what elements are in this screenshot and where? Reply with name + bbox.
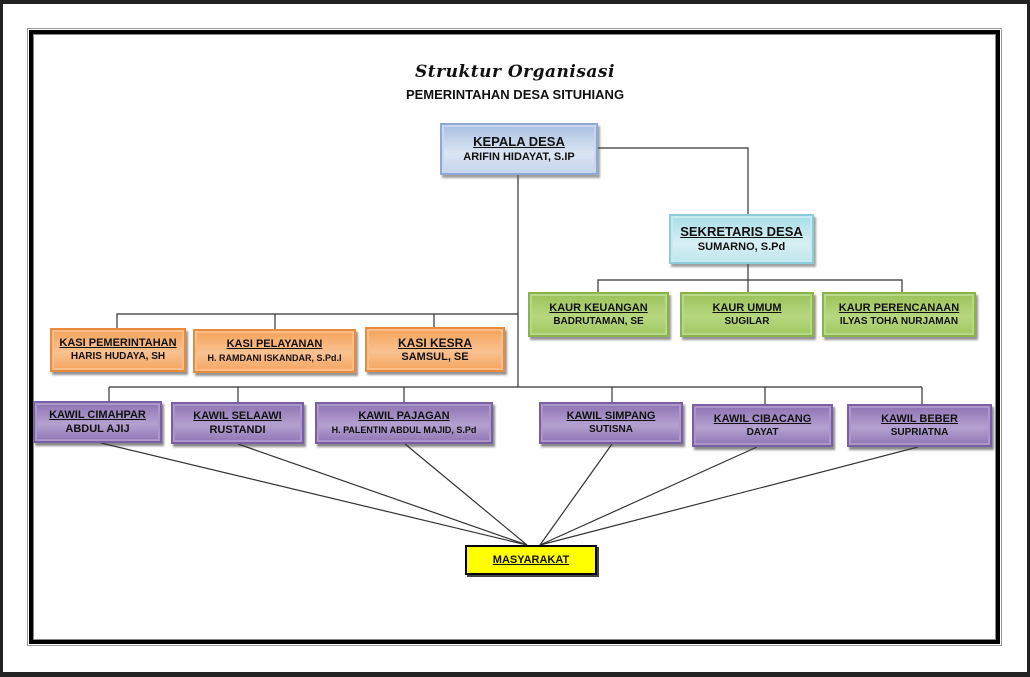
node-kasi-kesra: KASI KESRA SAMSUL, SE	[365, 327, 505, 372]
connector-masyarakat-4	[539, 443, 613, 546]
chart-subtitle: PEMERINTAHAN DESA SITUHIANG	[405, 87, 625, 102]
node-role: KAUR KEUANGAN	[549, 301, 648, 314]
node-kepala-desa: KEPALA DESA ARIFIN HIDAYAT, S.IP	[440, 123, 598, 175]
node-kasi-pemerintahan: KASI PEMERINTAHAN HARIS HUDAYA, SH	[50, 328, 186, 372]
node-role: KAWIL BEBER	[881, 412, 958, 425]
connector-kepala-sekretaris	[598, 147, 749, 214]
node-person: SAMSUL, SE	[401, 350, 469, 363]
node-kawil-cibacang: KAWIL CIBACANG DAYAT	[692, 404, 833, 447]
connector-masyarakat-2	[237, 443, 528, 546]
node-kawil-beber: KAWIL BEBER SUPRIATNA	[847, 404, 992, 447]
node-person: SUTISNA	[589, 424, 633, 435]
node-role: SEKRETARIS DESA	[680, 224, 803, 239]
chart-title: Struktur Organisasi	[415, 62, 615, 82]
frame-border-thick	[29, 30, 1000, 644]
node-person: DAYAT	[746, 426, 779, 438]
frame-border-thin	[33, 34, 996, 640]
node-kaur-umum: KAUR UMUM SUGILAR	[680, 292, 814, 337]
node-person: H. PALENTIN ABDUL MAJID, S.Pd	[331, 425, 477, 435]
node-role: KAWIL PAJAGAN	[358, 410, 450, 422]
node-kasi-pelayanan: KASI PELAYANAN H. RAMDANI ISKANDAR, S.Pd…	[193, 329, 356, 373]
node-kawil-cimahpar: KAWIL CIMAHPAR ABDUL AJIJ	[33, 401, 162, 443]
node-role: KASI PEMERINTAHAN	[59, 337, 177, 349]
node-role: KAWIL CIBACANG	[713, 412, 812, 425]
node-role: KAUR UMUM	[712, 301, 782, 314]
connector-kasi-bus	[116, 313, 518, 328]
node-sekretaris-desa: SEKRETARIS DESA SUMARNO, S.Pd	[669, 214, 814, 264]
node-kawil-pajagan: KAWIL PAJAGAN H. PALENTIN ABDUL MAJID, S…	[315, 402, 493, 444]
node-role: KAWIL SELAAWI	[193, 410, 282, 422]
node-role: KASI PELAYANAN	[226, 338, 323, 350]
node-role: KAUR PERENCANAAN	[838, 301, 960, 314]
node-person: RUSTANDI	[209, 424, 266, 436]
connector-masyarakat-1	[100, 442, 528, 546]
node-person: ILYAS TOHA NURJAMAN	[839, 315, 959, 327]
node-role: KAWIL CIMAHPAR	[49, 409, 146, 421]
node-role: KEPALA DESA	[473, 134, 565, 149]
node-masyarakat: MASYARAKAT	[465, 545, 597, 575]
node-kawil-simpang: KAWIL SIMPANG SUTISNA	[539, 402, 683, 444]
node-person: H. RAMDANI ISKANDAR, S.Pd.I	[207, 353, 342, 363]
node-kawil-selaawi: KAWIL SELAAWI RUSTANDI	[171, 402, 304, 444]
node-role: KASI KESRA	[397, 335, 472, 350]
node-person: SUMARNO, S.Pd	[697, 241, 786, 253]
connector-masyarakat-5	[539, 446, 758, 546]
node-kaur-keuangan: KAUR KEUANGAN BADRUTAMAN, SE	[528, 292, 669, 337]
node-kaur-perencanaan: KAUR PERENCANAAN ILYAS TOHA NURJAMAN	[822, 292, 976, 337]
node-person: HARIS HUDAYA, SH	[70, 351, 166, 362]
node-person: BADRUTAMAN, SE	[553, 315, 644, 327]
connector-masyarakat-6	[539, 446, 919, 546]
node-role: KAWIL SIMPANG	[566, 410, 656, 422]
connector-masyarakat-3	[404, 443, 528, 546]
node-person: SUPRIATNA	[890, 426, 949, 438]
connector-kaur-bus	[597, 279, 903, 292]
node-person: SUGILAR	[724, 315, 770, 327]
node-role: MASYARAKAT	[492, 554, 570, 566]
node-person: ARIFIN HIDAYAT, S.IP	[463, 151, 575, 163]
node-person: ABDUL AJIJ	[65, 423, 130, 435]
